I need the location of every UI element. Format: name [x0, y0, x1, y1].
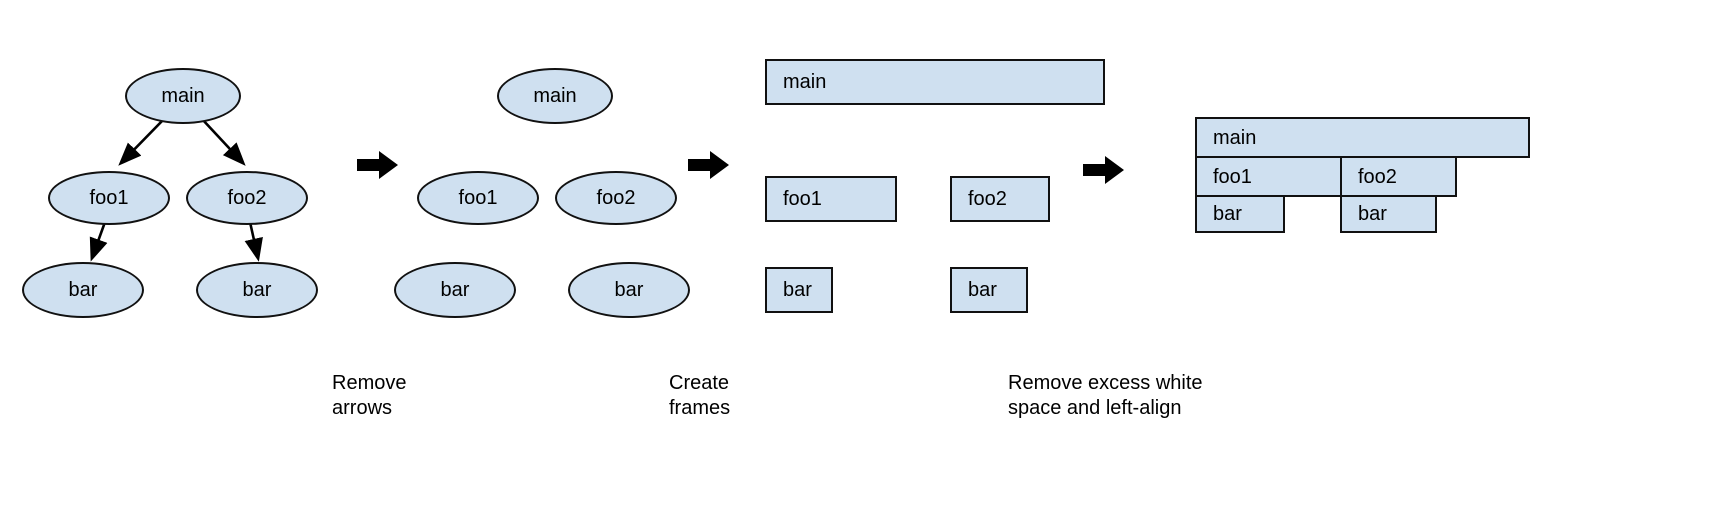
node-label: main — [533, 85, 577, 107]
node-foo1[interactable]: foo1 — [417, 171, 539, 225]
step-arrow-2-icon — [688, 151, 729, 179]
node-label: foo2 — [227, 187, 267, 209]
packed-frame-foo1[interactable]: foo1 — [1195, 156, 1342, 197]
frame-label: foo1 — [1213, 165, 1252, 188]
node-bar-right[interactable]: bar — [568, 262, 690, 318]
frame-label: foo2 — [968, 188, 1007, 210]
node-label: foo2 — [596, 187, 636, 209]
node-label: main — [161, 85, 205, 107]
caption-create-frames: Create frames — [669, 372, 731, 419]
frame-label: foo2 — [1358, 165, 1397, 188]
frame-label: main — [1213, 126, 1257, 149]
frame-label: bar — [1213, 203, 1242, 225]
frame-bar-left[interactable]: bar — [765, 267, 833, 313]
caption-remove-arrows: Remove arrows — [332, 372, 407, 419]
frame-label: foo1 — [783, 188, 822, 210]
node-label: bar — [440, 279, 470, 301]
packed-frame-main[interactable]: main — [1195, 117, 1530, 158]
node-label: foo1 — [89, 187, 129, 209]
frame-label: bar — [968, 279, 997, 301]
node-main[interactable]: main — [497, 68, 613, 124]
node-bar-left[interactable]: bar — [394, 262, 516, 318]
frame-bar-right[interactable]: bar — [950, 267, 1028, 313]
tree-node-foo1[interactable]: foo1 — [48, 171, 170, 225]
tree-node-main[interactable]: main — [125, 68, 241, 124]
packed-frame-bar-right[interactable]: bar — [1340, 195, 1437, 233]
packed-frame-bar-left[interactable]: bar — [1195, 195, 1285, 233]
node-label: bar — [242, 279, 272, 301]
step-arrow-3-icon — [1083, 156, 1124, 184]
tree-node-foo2[interactable]: foo2 — [186, 171, 308, 225]
tree-edges — [89, 118, 263, 262]
frame-foo1[interactable]: foo1 — [765, 176, 897, 222]
node-label: foo1 — [458, 187, 498, 209]
caption-remove-whitespace: Remove excess white space and left-align — [1008, 372, 1203, 419]
node-foo2[interactable]: foo2 — [555, 171, 677, 225]
step-arrow-1-icon — [357, 151, 398, 179]
frame-main[interactable]: main — [765, 59, 1105, 105]
node-label: bar — [68, 279, 98, 301]
tree-node-bar-right[interactable]: bar — [196, 262, 318, 318]
packed-frame-foo2[interactable]: foo2 — [1340, 156, 1457, 197]
frame-label: bar — [1358, 203, 1387, 225]
frame-label: main — [783, 71, 827, 93]
frame-foo2[interactable]: foo2 — [950, 176, 1050, 222]
tree-node-bar-left[interactable]: bar — [22, 262, 144, 318]
frame-label: bar — [783, 279, 812, 301]
node-label: bar — [614, 279, 644, 301]
